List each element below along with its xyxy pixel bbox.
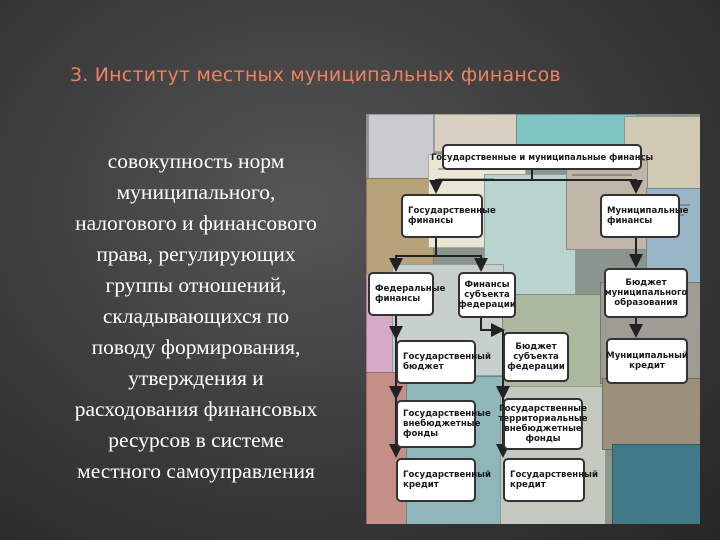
diagram-box-municipal-finance: Муниципальные финансы <box>600 194 689 238</box>
body-line: права, регулирующих <box>96 242 296 266</box>
body-line: ресурсов в системе <box>108 428 284 452</box>
diagram-box-state-finance: Государственные финансы <box>401 194 496 238</box>
diagram-box-subject-budget: Бюджет субъекта федерации <box>503 332 569 382</box>
body-line: утверждения и <box>128 366 264 390</box>
diagram-box-federal-finance: Федеральные финансы <box>368 272 445 316</box>
diagram-box-state-credit: Государственный кредит <box>396 458 491 502</box>
body-line: налогового и финансового <box>75 211 317 235</box>
diagram-box-state-credit: Государственный кредит <box>503 458 598 502</box>
body-line: местного самоуправления <box>77 459 315 483</box>
diagram-box-subject-finance: Финансы субъекта федерации <box>458 272 516 318</box>
body-line: расходования финансовых <box>74 397 318 421</box>
slide-title: 3. Институт местных муниципальных финанс… <box>70 64 561 86</box>
body-line: группы отношений, <box>105 273 287 297</box>
body-line: складывающихся по <box>102 304 290 328</box>
slide-body-text: совокупность норм муниципального, налого… <box>40 146 352 487</box>
diagram-box-state-budget: Государственный бюджет <box>396 340 491 384</box>
body-line: совокупность норм <box>107 149 285 173</box>
body-line: муниципального, <box>116 180 276 204</box>
bg-book-cover <box>612 444 700 524</box>
bg-book-cover <box>368 114 434 180</box>
bg-decor-line <box>572 174 632 176</box>
finance-structure-figure: Государственные и муниципальные финансы … <box>366 114 700 524</box>
body-line: поводу формирования, <box>91 335 301 359</box>
diagram-root-box: Государственные и муниципальные финансы <box>431 144 653 170</box>
diagram-box-municipal-budget: Бюджет муниципального образования <box>604 268 688 318</box>
diagram-box-municipal-credit: Муниципальный кредит <box>606 338 688 384</box>
diagram-box-state-offbudget-funds: Государственные внебюджетные фонды <box>396 400 491 448</box>
bg-book-cover <box>602 378 700 450</box>
diagram-box-territorial-funds: Государственные территориальные внебюдже… <box>498 398 588 450</box>
